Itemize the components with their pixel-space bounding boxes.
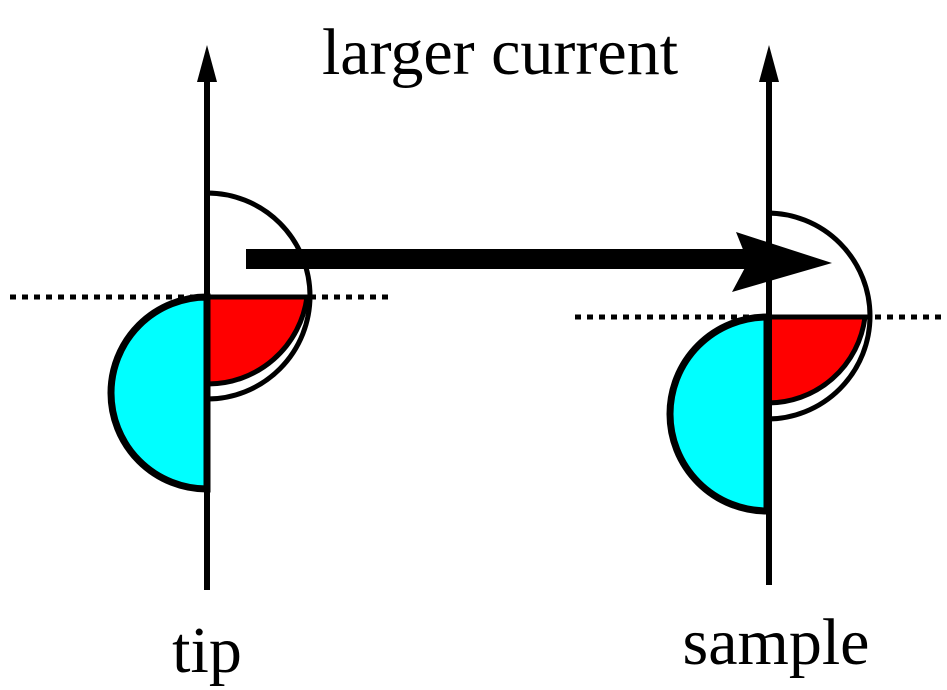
tip-axis-arrowhead xyxy=(197,45,217,82)
sample-density-of-states xyxy=(575,45,947,585)
tip-density-of-states xyxy=(10,45,388,590)
title-label: larger current xyxy=(322,16,678,89)
sample-occupied-upper xyxy=(764,314,868,406)
sample-axis-arrowhead xyxy=(759,45,779,82)
tip-label: tip xyxy=(172,614,242,687)
tunneling-arrow-head xyxy=(732,232,832,292)
tip-occupied-upper xyxy=(204,294,310,387)
sample-occupied-lower xyxy=(666,313,771,515)
sample-label: sample xyxy=(683,606,870,679)
tunneling-arrow xyxy=(246,232,832,292)
tip-occupied-lower xyxy=(107,293,211,493)
